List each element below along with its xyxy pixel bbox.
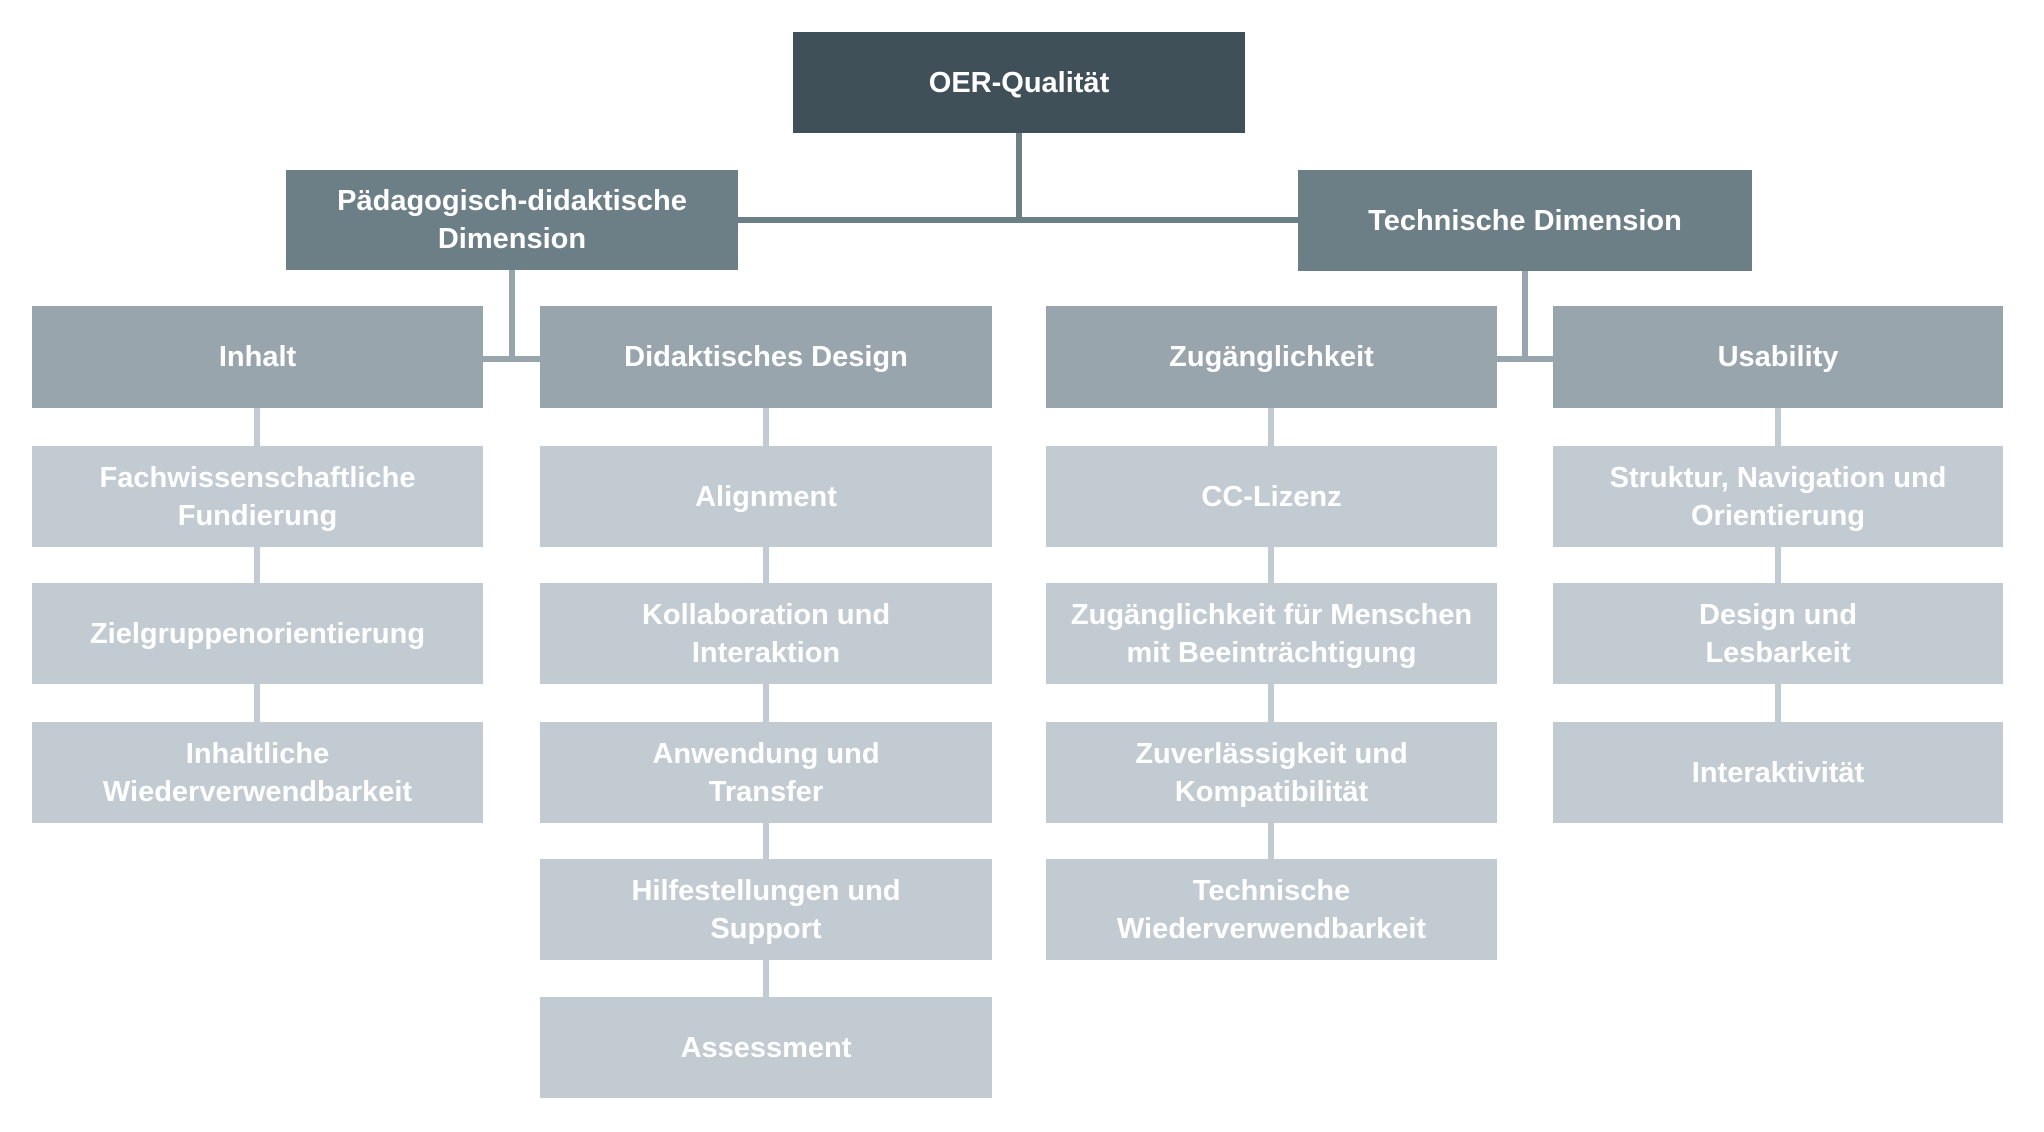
connector-col2-gap2 xyxy=(763,547,769,583)
node-zuverlaessigkeit-und-kompatibilitaet: Zuverlässigkeit und Kompatibilität xyxy=(1046,722,1497,823)
connector-col2-gap5 xyxy=(763,960,769,997)
node-inhaltliche-wiederverwendbarkeit: Inhaltliche Wiederverwendbarkeit xyxy=(32,722,483,823)
node-design-und-lesbarkeit: Design und Lesbarkeit xyxy=(1553,583,2003,684)
connector-col4-gap1 xyxy=(1775,408,1781,446)
node-kollaboration-und-interaktion: Kollaboration und Interaktion xyxy=(540,583,992,684)
connector-col1-gap1 xyxy=(254,408,260,446)
connector-col2-gap1 xyxy=(763,408,769,446)
connector-col4-gap2 xyxy=(1775,547,1781,583)
node-technische-wiederverwendbarkeit: Technische Wiederverwendbarkeit xyxy=(1046,859,1497,960)
node-paedagogisch-didaktische-dimension: Pädagogisch-didaktische Dimension xyxy=(286,170,738,270)
connector-inhalt-didaktik-bridge xyxy=(483,356,540,362)
node-zielgruppenorientierung: Zielgruppenorientierung xyxy=(32,583,483,684)
node-interaktivitaet: Interaktivität xyxy=(1553,722,2003,823)
node-zugaenglichkeit: Zugänglichkeit xyxy=(1046,306,1497,408)
node-hilfestellungen-und-support: Hilfestellungen und Support xyxy=(540,859,992,960)
connector-col3-gap2 xyxy=(1268,547,1274,583)
node-inhalt: Inhalt xyxy=(32,306,483,408)
connector-root-stem xyxy=(1016,133,1022,223)
connector-col3-gap4 xyxy=(1268,823,1274,859)
node-struktur-navigation-und-orientierung: Struktur, Navigation und Orientierung xyxy=(1553,446,2003,547)
connector-zugaenglichkeit-usability-bridge xyxy=(1497,356,1553,362)
node-zugaenglichkeit-fuer-menschen-mit-beeintraechtigung: Zugänglichkeit für Menschen mit Beeinträ… xyxy=(1046,583,1497,684)
node-oer-qualitaet: OER-Qualität xyxy=(793,32,1245,133)
connector-col2-gap3 xyxy=(763,684,769,722)
connector-paedagogisch-stem xyxy=(509,270,515,361)
connector-technisch-stem xyxy=(1522,271,1528,361)
node-technische-dimension: Technische Dimension xyxy=(1298,170,1752,271)
connector-col1-gap2 xyxy=(254,547,260,583)
node-alignment: Alignment xyxy=(540,446,992,547)
node-didaktisches-design: Didaktisches Design xyxy=(540,306,992,408)
node-assessment: Assessment xyxy=(540,997,992,1098)
connector-col3-gap1 xyxy=(1268,408,1274,446)
connector-root-crossbar xyxy=(738,217,1298,223)
connector-col4-gap3 xyxy=(1775,684,1781,722)
connector-col2-gap4 xyxy=(763,823,769,859)
node-fachwissenschaftliche-fundierung: Fachwissenschaftliche Fundierung xyxy=(32,446,483,547)
node-cc-lizenz: CC-Lizenz xyxy=(1046,446,1497,547)
connector-col1-gap3 xyxy=(254,684,260,722)
node-anwendung-und-transfer: Anwendung und Transfer xyxy=(540,722,992,823)
node-usability: Usability xyxy=(1553,306,2003,408)
connector-col3-gap3 xyxy=(1268,684,1274,722)
